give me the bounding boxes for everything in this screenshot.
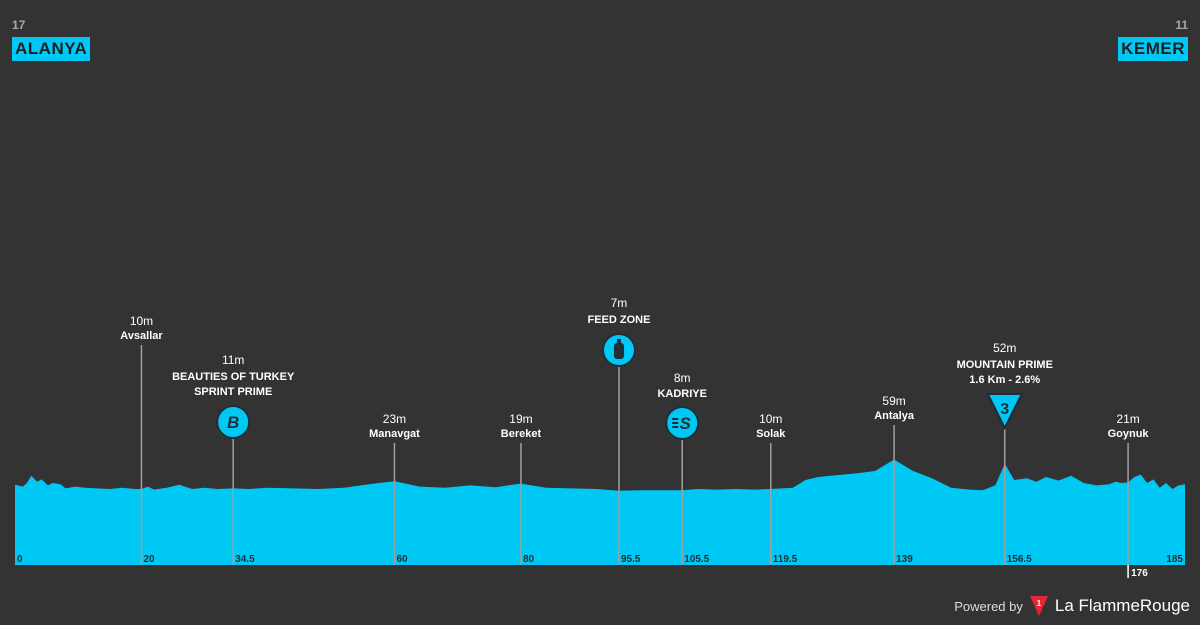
waypoint-altitude: 19m <box>509 412 532 426</box>
x-tick-label: 20 <box>143 554 155 565</box>
x-tick-label: 80 <box>523 554 535 565</box>
waypoint-name: FEED ZONE <box>587 314 650 326</box>
bottle-cap <box>616 339 621 343</box>
waypoint-name: Avsallar <box>120 330 163 342</box>
waypoint-altitude: 10m <box>130 314 153 328</box>
waypoint-altitude: 23m <box>383 412 406 426</box>
waypoint-name: KADRIYE <box>657 388 707 400</box>
b-circle-icon <box>216 405 251 439</box>
x-tick-label: 185 <box>1166 554 1183 565</box>
bottle-body <box>613 343 624 359</box>
finish-city: KEMER <box>1118 37 1188 61</box>
start-altitude: 17 <box>12 18 26 32</box>
waypoint-name: BEAUTIES OF TURKEY <box>172 371 295 383</box>
sprint-icon-letter: S <box>680 414 692 433</box>
x-tick-label: 95.5 <box>621 554 641 565</box>
x-tick-label: 156.5 <box>1007 554 1032 565</box>
x-tick-label: 119.5 <box>773 554 798 565</box>
waypoint-name-line2: 1.6 Km - 2.6% <box>969 374 1040 386</box>
waypoint-altitude: 21m <box>1116 412 1139 426</box>
powered-by-text: Powered by <box>954 598 1023 614</box>
x-tick-label: 60 <box>396 554 408 565</box>
category-3-climb-icon <box>986 393 1024 431</box>
climb-category-number: 3 <box>1000 401 1009 418</box>
x-tick-label: 139 <box>896 554 913 565</box>
waypoint-altitude: 52m <box>993 341 1016 355</box>
x-tick-label: 34.5 <box>235 554 255 565</box>
waypoint-altitude: 11m <box>222 353 244 367</box>
finish-location: 11 KEMER <box>1118 18 1188 61</box>
b-circle-icon-letter: B <box>227 413 239 432</box>
sprint-icon <box>665 406 700 440</box>
x-tick-label: 105.5 <box>684 554 709 565</box>
waypoint-name: Antalya <box>874 410 915 422</box>
waypoint-altitude: 8m <box>674 371 691 385</box>
powered-by-footer: Powered by 1 La FlammeRouge <box>954 595 1190 617</box>
waypoint-altitude: 7m <box>611 296 628 310</box>
waypoint-name: MOUNTAIN PRIME <box>957 359 1053 371</box>
x-tick-label: 0 <box>17 554 23 565</box>
waypoint-name-line2: SPRINT PRIME <box>194 386 272 398</box>
waypoint-altitude: 59m <box>882 394 905 408</box>
flame-rouge-logo-icon: 1 <box>1029 596 1048 616</box>
flame-rouge-logo-glyph: 1 <box>1037 599 1042 608</box>
elevation-area <box>15 459 1185 565</box>
waypoint-name: Goynuk <box>1108 428 1150 440</box>
brand-name: La FlammeRouge <box>1054 596 1190 615</box>
finish-altitude: 11 <box>1175 18 1188 32</box>
start-city: ALANYA <box>12 37 91 61</box>
finish-marker-label: 176 <box>1131 568 1148 579</box>
waypoint-name: Manavgat <box>369 428 420 440</box>
waypoint-altitude: 10m <box>759 412 782 426</box>
waypoint-name: Solak <box>756 428 786 440</box>
start-location: 17 ALANYA <box>12 18 91 61</box>
waypoint-name: Bereket <box>501 428 542 440</box>
